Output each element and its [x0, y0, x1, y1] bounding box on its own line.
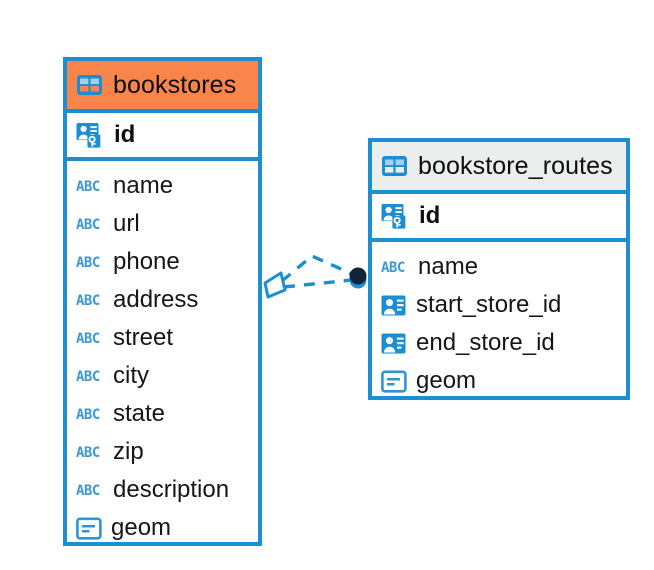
abc-text-icon: ABC	[76, 291, 104, 309]
svg-text:ABC: ABC	[76, 217, 100, 233]
field-row[interactable]: start_store_id	[372, 286, 626, 324]
abc-text-icon: ABC	[76, 253, 104, 271]
entity-bookstore-routes[interactable]: bookstore_routes id	[368, 138, 630, 400]
field-label: name	[418, 253, 479, 280]
relationship-source-rhombus	[263, 271, 287, 299]
svg-text:ABC: ABC	[76, 255, 100, 271]
abc-text-icon: ABC	[76, 215, 104, 233]
field-label: address	[113, 286, 199, 313]
primary-key-row[interactable]: id	[67, 113, 258, 161]
field-row[interactable]: ABC state	[67, 395, 258, 433]
primary-key-row[interactable]: id	[372, 194, 626, 242]
field-label: zip	[113, 438, 144, 465]
field-row[interactable]: ABC address	[67, 281, 258, 319]
entity-bookstores[interactable]: bookstores id	[63, 57, 262, 546]
primary-key-icon	[381, 202, 411, 230]
entity-name: bookstores	[113, 70, 237, 99]
svg-text:ABC: ABC	[76, 293, 100, 309]
svg-text:ABC: ABC	[76, 483, 100, 499]
primary-key-icon	[76, 121, 106, 149]
field-label: end_store_id	[416, 329, 555, 356]
field-row[interactable]: ABC name	[372, 248, 626, 286]
field-label: description	[113, 476, 230, 503]
svg-text:ABC: ABC	[76, 331, 100, 347]
field-row[interactable]: ABC url	[67, 205, 258, 243]
primary-key-label: id	[419, 202, 441, 229]
svg-text:ABC: ABC	[76, 445, 100, 461]
field-row[interactable]: ABC description	[67, 471, 258, 509]
svg-text:ABC: ABC	[76, 179, 100, 195]
entity-header-bookstores[interactable]: bookstores	[67, 61, 258, 113]
svg-text:ABC: ABC	[76, 369, 100, 385]
field-row[interactable]: ABC name	[67, 167, 258, 205]
entity-header-bookstore-routes[interactable]: bookstore_routes	[372, 142, 626, 194]
field-label: street	[113, 324, 174, 351]
entity-name: bookstore_routes	[418, 151, 613, 180]
abc-text-icon: ABC	[76, 177, 104, 195]
field-label: start_store_id	[416, 291, 562, 318]
relationship-target-ring	[349, 271, 367, 289]
field-row[interactable]: ABC city	[67, 357, 258, 395]
field-row[interactable]: geom	[67, 509, 258, 547]
field-row[interactable]: end_store_id	[372, 324, 626, 362]
field-label: phone	[113, 248, 180, 275]
field-label: state	[113, 400, 166, 427]
foreign-key-icon	[381, 332, 407, 355]
field-row[interactable]: ABC street	[67, 319, 258, 357]
svg-text:ABC: ABC	[76, 407, 100, 423]
field-list-bookstores: ABC name ABC url ABC phone ABC ad	[67, 161, 258, 553]
field-label: city	[113, 362, 149, 389]
field-row[interactable]: ABC zip	[67, 433, 258, 471]
abc-text-icon: ABC	[76, 367, 104, 385]
geometry-icon	[381, 369, 407, 393]
relationship-line-start-store	[280, 254, 353, 283]
foreign-key-icon	[381, 294, 407, 317]
field-row[interactable]: ABC phone	[67, 243, 258, 281]
relationship-line-end-store	[283, 278, 353, 289]
primary-key-label: id	[114, 121, 136, 148]
table-icon	[76, 74, 103, 96]
geometry-icon	[76, 516, 102, 540]
field-list-bookstore-routes: ABC name start_store_id	[372, 242, 626, 406]
svg-text:ABC: ABC	[381, 260, 405, 276]
table-icon	[381, 155, 408, 177]
abc-text-icon: ABC	[381, 258, 409, 276]
field-row[interactable]: geom	[372, 362, 626, 400]
abc-text-icon: ABC	[76, 329, 104, 347]
abc-text-icon: ABC	[76, 443, 104, 461]
field-label: name	[113, 172, 174, 199]
field-label: url	[113, 210, 140, 237]
abc-text-icon: ABC	[76, 481, 104, 499]
relationship-target-circle	[349, 267, 367, 285]
field-label: geom	[416, 367, 477, 394]
abc-text-icon: ABC	[76, 405, 104, 423]
field-label: geom	[111, 514, 172, 541]
